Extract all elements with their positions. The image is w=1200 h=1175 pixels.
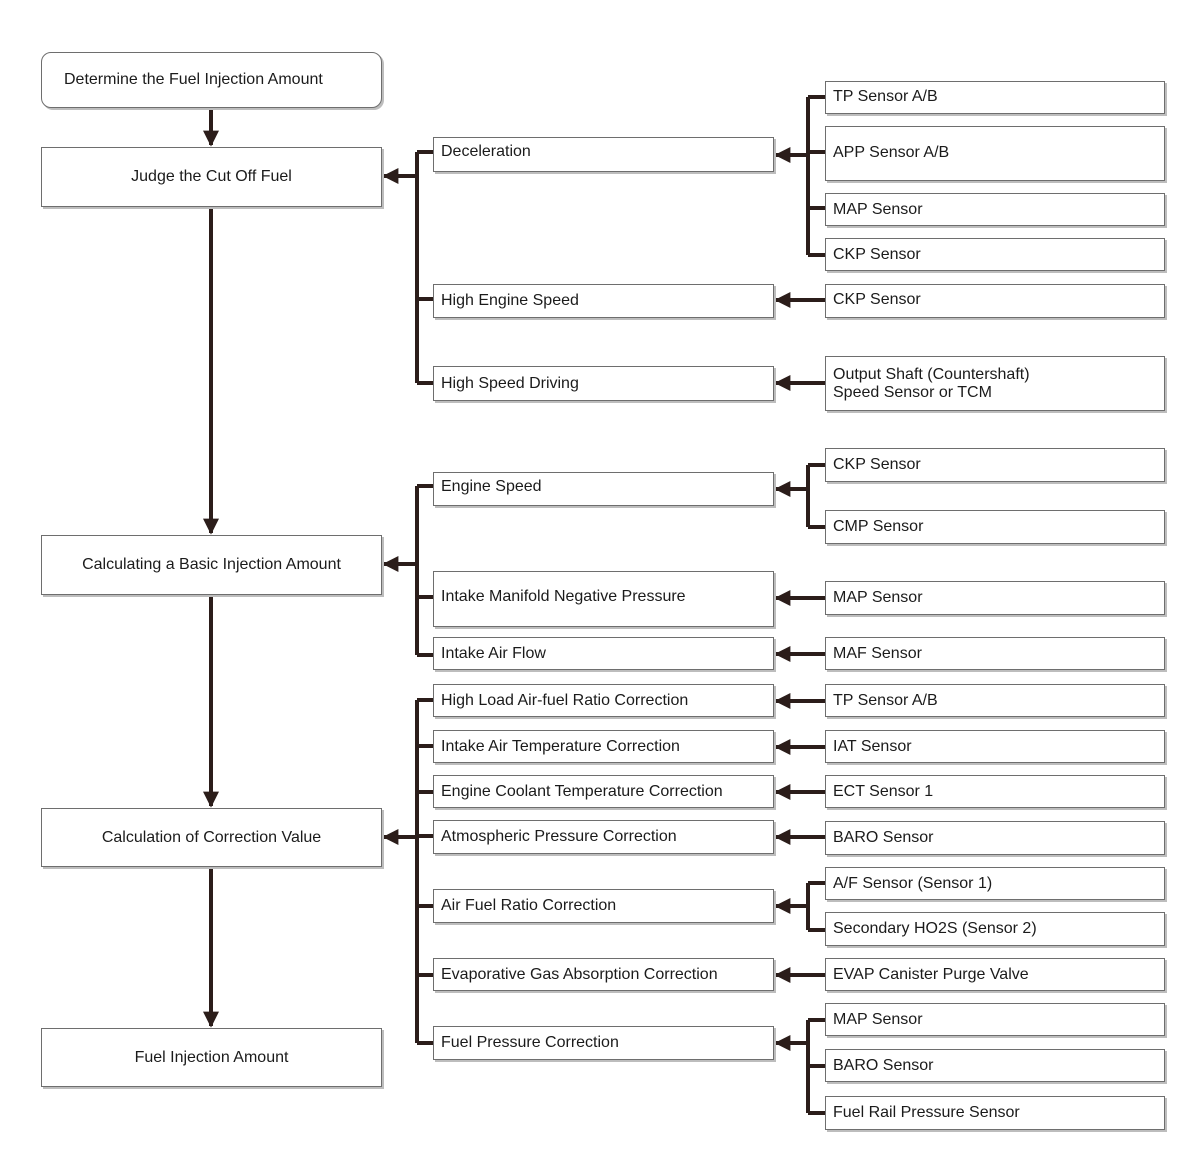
cmp-sensor-box: CMP Sensor bbox=[825, 510, 1165, 544]
output-shaft-sensor-box: Output Shaft (Countershaft) Speed Sensor… bbox=[825, 356, 1165, 411]
map-sensor-box: MAP Sensor bbox=[825, 193, 1165, 226]
maf-sensor-box: MAF Sensor bbox=[825, 637, 1165, 670]
baro-sensor-box: BARO Sensor bbox=[825, 1049, 1165, 1082]
baro-sensor-box: BARO Sensor bbox=[825, 821, 1165, 855]
start-box: Determine the Fuel Injection Amount bbox=[41, 52, 382, 108]
tp-sensor-box: TP Sensor A/B bbox=[825, 684, 1165, 717]
app-sensor-box: APP Sensor A/B bbox=[825, 126, 1165, 181]
ckp-sensor-box: CKP Sensor bbox=[825, 448, 1165, 482]
intake-air-temp-correction-box: Intake Air Temperature Correction bbox=[433, 730, 774, 763]
ect-sensor-box: ECT Sensor 1 bbox=[825, 775, 1165, 808]
af-sensor-box: A/F Sensor (Sensor 1) bbox=[825, 867, 1165, 900]
intake-manifold-pressure-box: Intake Manifold Negative Pressure bbox=[433, 571, 774, 627]
map-sensor-box: MAP Sensor bbox=[825, 1003, 1165, 1036]
intake-air-flow-box: Intake Air Flow bbox=[433, 637, 774, 670]
fuel-rail-pressure-sensor-box: Fuel Rail Pressure Sensor bbox=[825, 1096, 1165, 1130]
engine-speed-box: Engine Speed bbox=[433, 472, 774, 506]
ckp-sensor-box: CKP Sensor bbox=[825, 238, 1165, 271]
fuel-injection-amount-box: Fuel Injection Amount bbox=[41, 1028, 382, 1087]
high-load-correction-box: High Load Air-fuel Ratio Correction bbox=[433, 684, 774, 717]
basic-injection-box: Calculating a Basic Injection Amount bbox=[41, 535, 382, 595]
tp-sensor-box: TP Sensor A/B bbox=[825, 81, 1165, 114]
map-sensor-box: MAP Sensor bbox=[825, 581, 1165, 615]
fuel-pressure-correction-box: Fuel Pressure Correction bbox=[433, 1026, 774, 1060]
evaporative-gas-correction-box: Evaporative Gas Absorption Correction bbox=[433, 958, 774, 991]
correction-value-box: Calculation of Correction Value bbox=[41, 808, 382, 867]
coolant-temp-correction-box: Engine Coolant Temperature Correction bbox=[433, 775, 774, 808]
atmospheric-pressure-correction-box: Atmospheric Pressure Correction bbox=[433, 820, 774, 854]
air-fuel-ratio-correction-box: Air Fuel Ratio Correction bbox=[433, 889, 774, 923]
high-engine-speed-box: High Engine Speed bbox=[433, 284, 774, 318]
cut-off-fuel-box: Judge the Cut Off Fuel bbox=[41, 147, 382, 207]
iat-sensor-box: IAT Sensor bbox=[825, 730, 1165, 763]
high-speed-driving-box: High Speed Driving bbox=[433, 366, 774, 401]
secondary-ho2s-box: Secondary HO2S (Sensor 2) bbox=[825, 912, 1165, 946]
deceleration-box: Deceleration bbox=[433, 137, 774, 172]
evap-purge-valve-box: EVAP Canister Purge Valve bbox=[825, 958, 1165, 991]
ckp-sensor-box: CKP Sensor bbox=[825, 284, 1165, 318]
